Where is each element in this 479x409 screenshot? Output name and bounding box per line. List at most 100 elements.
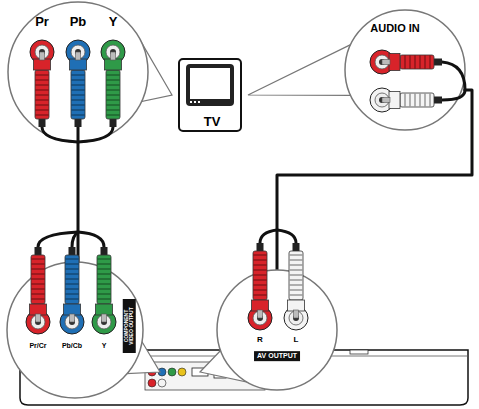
rca-plug bbox=[71, 89, 85, 91]
rca-plug bbox=[253, 259, 267, 261]
rca-plug bbox=[65, 293, 79, 295]
cable-wire bbox=[442, 90, 465, 100]
rca-plug bbox=[288, 300, 305, 311]
rca-plug bbox=[252, 243, 269, 318]
rca-plug bbox=[35, 89, 49, 91]
rca-plug bbox=[35, 99, 49, 101]
rca-plug bbox=[289, 289, 303, 291]
rca-plug bbox=[70, 52, 87, 127]
callout-bubble bbox=[248, 45, 351, 96]
player-body bbox=[148, 379, 156, 387]
rca-plug bbox=[414, 55, 416, 69]
rca-plug bbox=[253, 254, 267, 256]
rca-plug bbox=[35, 109, 49, 111]
callout-bubble bbox=[7, 262, 160, 398]
rca-plug bbox=[106, 74, 120, 76]
rca-plug bbox=[97, 263, 111, 265]
rca-jack bbox=[106, 45, 120, 59]
rca-plug bbox=[106, 79, 120, 81]
rca-plug bbox=[253, 284, 267, 286]
rca-plug bbox=[71, 84, 85, 86]
cable-wire bbox=[77, 127, 80, 142]
rca-plug bbox=[30, 304, 47, 315]
rca-jack bbox=[97, 315, 111, 329]
rca-jack bbox=[31, 315, 45, 329]
rca-plug bbox=[71, 70, 85, 119]
rca-plug bbox=[65, 268, 79, 270]
rca-plug bbox=[35, 84, 49, 86]
rca-jack bbox=[375, 55, 389, 69]
rca-plug bbox=[105, 52, 122, 127]
player-body bbox=[168, 368, 176, 376]
cable-wire bbox=[277, 230, 296, 243]
rca-plug bbox=[35, 70, 49, 119]
rca-plug bbox=[97, 258, 111, 260]
rca-plug bbox=[65, 298, 79, 300]
jack-label: Pb bbox=[70, 15, 87, 29]
rca-plug bbox=[31, 258, 45, 260]
cable-wire bbox=[38, 62, 465, 247]
jack-label: Pr/Cr bbox=[29, 342, 46, 350]
rca-plug bbox=[400, 55, 434, 69]
rca-plug bbox=[253, 269, 267, 271]
rca-connectors bbox=[26, 40, 442, 334]
rca-plug bbox=[253, 294, 267, 296]
rca-plug bbox=[253, 274, 267, 276]
rca-plug bbox=[65, 255, 79, 304]
player-body bbox=[178, 368, 186, 376]
rca-plug bbox=[97, 283, 111, 285]
rca-plug bbox=[409, 55, 411, 69]
rca-plug bbox=[289, 279, 303, 281]
rca-plug bbox=[414, 93, 416, 107]
jack-label: Pb/Cb bbox=[62, 342, 82, 350]
rca-jack bbox=[65, 315, 79, 329]
rca-plug bbox=[35, 94, 49, 96]
rca-jack bbox=[35, 45, 49, 59]
callout-circle: AUDIO IN bbox=[345, 10, 465, 130]
rca-plug bbox=[31, 263, 45, 265]
rca-plug bbox=[65, 258, 79, 260]
rca-plug bbox=[106, 99, 120, 101]
rca-plug bbox=[424, 93, 426, 107]
jack-label: L bbox=[294, 336, 299, 345]
rca-plug bbox=[106, 89, 120, 91]
rca-jack bbox=[253, 311, 267, 325]
rca-plug bbox=[400, 93, 434, 107]
rca-plug bbox=[289, 251, 303, 300]
rca-plug bbox=[31, 273, 45, 275]
jack-label: R bbox=[257, 336, 263, 345]
rca-plug bbox=[294, 310, 299, 318]
rca-plug bbox=[64, 247, 81, 322]
rca-plug bbox=[97, 293, 111, 295]
rca-jack bbox=[71, 45, 85, 59]
rca-plug bbox=[71, 79, 85, 81]
rca-plug bbox=[258, 310, 263, 318]
rca-plug bbox=[382, 92, 442, 109]
rca-plug bbox=[71, 114, 85, 116]
callout-bubble bbox=[217, 270, 337, 390]
panel-label: AV OUTPUT bbox=[254, 351, 300, 361]
rca-plug bbox=[97, 273, 111, 275]
rca-plug bbox=[106, 109, 120, 111]
rca-plug bbox=[97, 255, 111, 304]
rca-plug bbox=[253, 289, 267, 291]
rca-plug bbox=[97, 268, 111, 270]
jack-label: AUDIO IN bbox=[370, 22, 420, 34]
cable bbox=[77, 142, 80, 262]
rca-plug bbox=[71, 109, 85, 111]
rca-plug bbox=[31, 298, 45, 300]
rca-plug bbox=[288, 243, 305, 318]
rca-plug bbox=[252, 300, 269, 311]
rca-plug bbox=[71, 74, 85, 76]
tv-icon bbox=[190, 68, 230, 99]
rca-plug bbox=[382, 98, 390, 103]
rca-plug bbox=[404, 55, 406, 69]
player-body bbox=[350, 350, 368, 354]
rca-plug bbox=[71, 99, 85, 101]
callout-bubble bbox=[8, 2, 172, 142]
rca-plug bbox=[253, 279, 267, 281]
rca-plug bbox=[36, 314, 41, 322]
rca-plug bbox=[253, 264, 267, 266]
